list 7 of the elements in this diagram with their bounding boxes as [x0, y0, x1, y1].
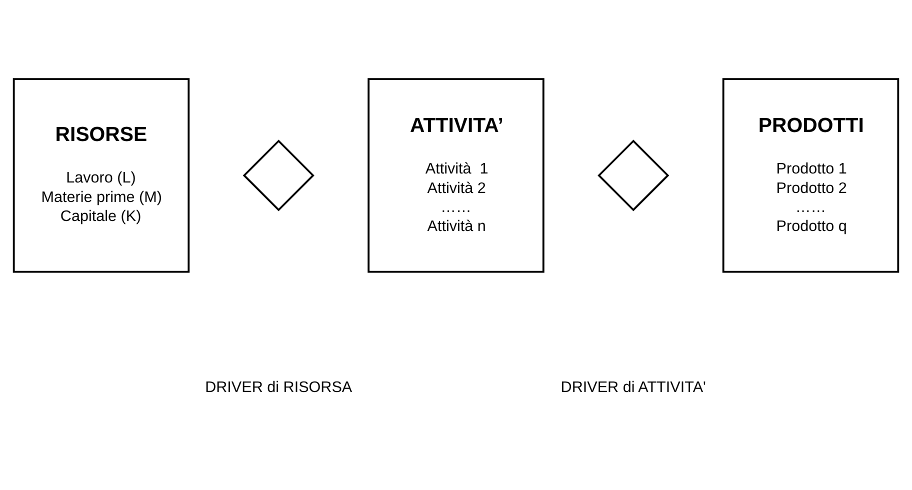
node-box: RISORSE Lavoro (L) Materie prime (M) Capitale (K)	[12, 78, 190, 273]
label: DRIVER di RISORSA	[205, 378, 352, 396]
node-diamond	[242, 140, 314, 212]
node-box: PRODOTTI Prodotto 1 Prodotto 2 …… Prodotto q	[722, 78, 900, 273]
label: DRIVER di ATTIVITA'	[560, 378, 706, 396]
node-diamond	[598, 140, 670, 212]
node-box: ATTIVITA’ Attività 1 Attività 2 …… Attività n	[368, 78, 544, 273]
